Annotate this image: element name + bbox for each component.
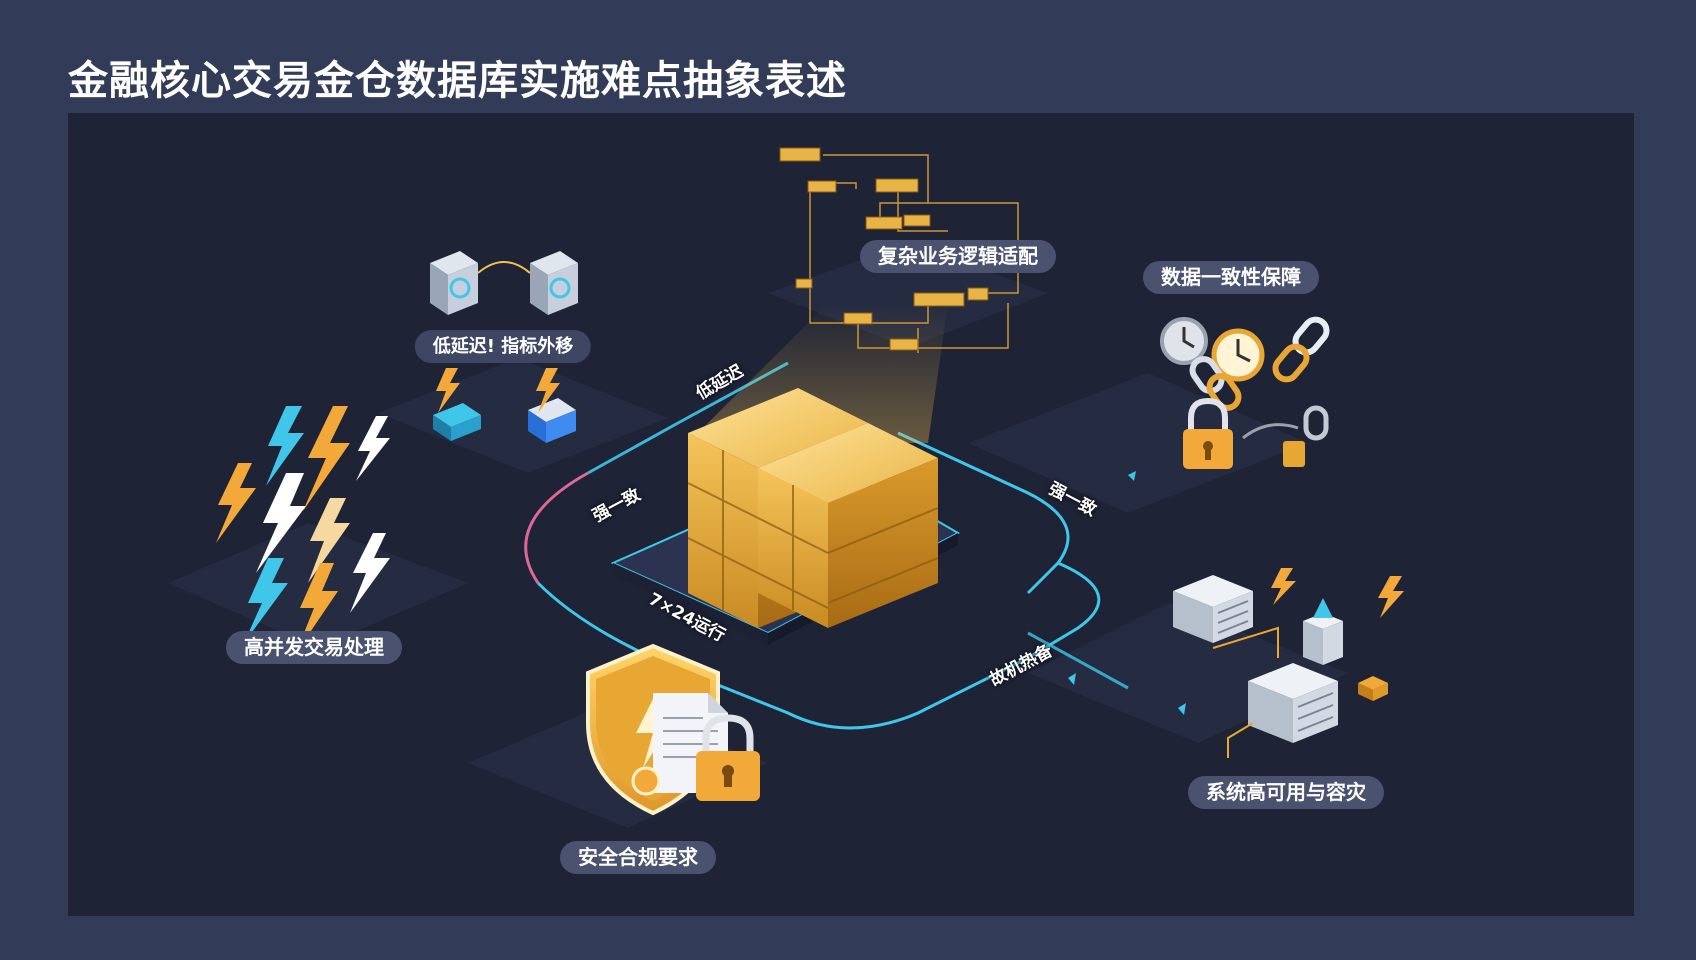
flowchart-icon — [779, 147, 1019, 353]
padlock-icon — [1183, 397, 1305, 469]
database-gold-cube-icon — [687, 388, 939, 628]
clock-icon — [1160, 317, 1265, 382]
markers — [1068, 471, 1186, 715]
diagram-scene — [168, 147, 1404, 828]
page-title: 金融核心交易金仓数据库实施难点抽象表述 — [68, 58, 847, 104]
label-high-availability: 系统高可用与容灾 — [1188, 776, 1384, 809]
label-security: 安全合规要求 — [560, 841, 716, 874]
label-high-concurrency: 高并发交易处理 — [226, 631, 402, 664]
server-rack-icon — [1173, 568, 1404, 758]
label-low-latency: 低延迟! 指标外移 — [414, 330, 592, 363]
lightning-cluster — [216, 406, 390, 653]
lightning-bolt-icon — [436, 368, 560, 413]
label-complex-logic: 复杂业务逻辑适配 — [860, 240, 1056, 273]
padlock-icon — [696, 714, 760, 801]
diagram-panel: 复杂业务逻辑适配 低延迟! 指标外移 数据一致性保障 高并发交易处理 系统高可用… — [68, 113, 1634, 916]
label-data-consistency: 数据一致性保障 — [1143, 261, 1319, 294]
server-chip-icon — [430, 251, 578, 443]
chain-link-icon — [1189, 316, 1330, 441]
